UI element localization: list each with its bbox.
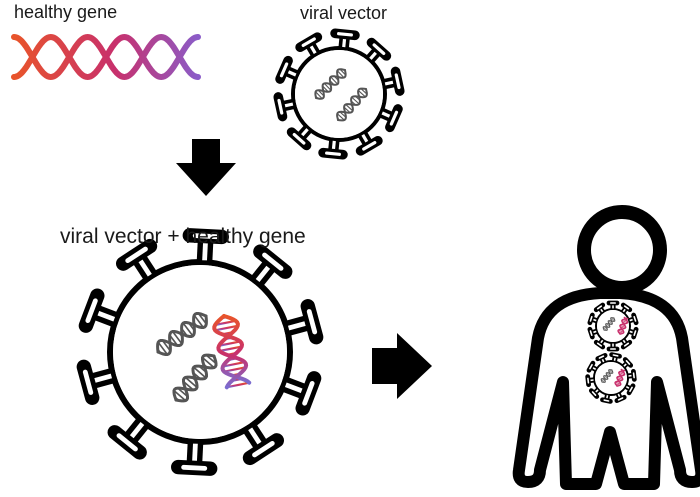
viral-vector-label: viral vector	[300, 3, 388, 23]
combined-label: viral vector + healthy gene	[60, 225, 306, 248]
healthy-gene-dna-icon	[11, 33, 201, 81]
combined-vector-icon	[76, 228, 324, 476]
human-body-icon	[512, 205, 700, 490]
viral-vector-icon	[273, 28, 405, 160]
healthy-gene-label: healthy gene	[14, 2, 118, 22]
right-arrow-icon	[372, 333, 432, 399]
down-arrow-icon	[176, 139, 236, 196]
